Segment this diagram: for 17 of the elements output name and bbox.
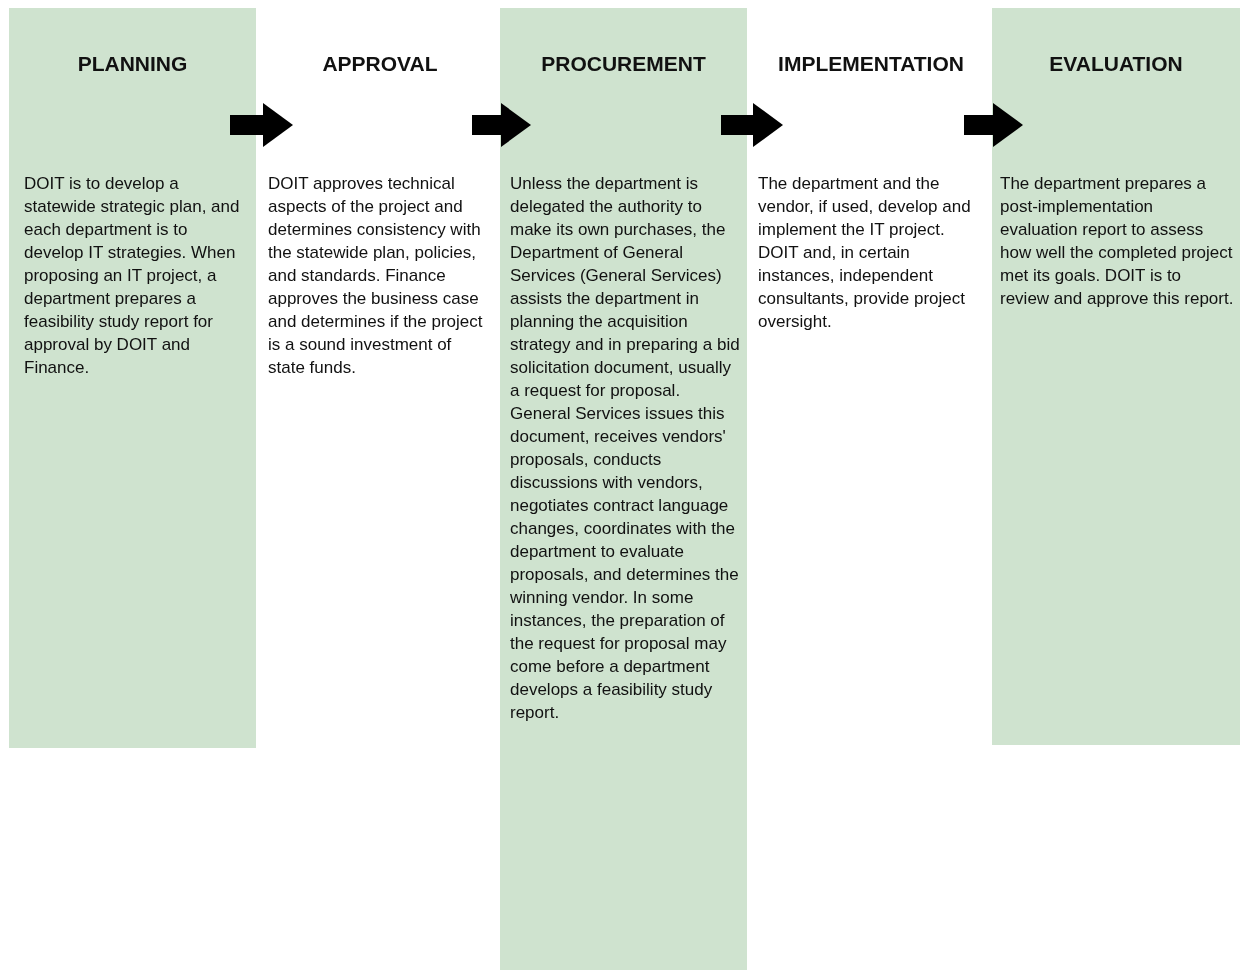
stage-heading: EVALUATION [1048,52,1184,76]
stage-description: The department prepares a post-implementation evaluation report to assess how well the completed project met its goals. DOIT is to review and approve this report. [1000,173,1234,310]
stage-column [9,8,256,748]
stage-column [500,8,747,970]
arrow [472,103,531,147]
stage-description: DOIT approves technical aspects of the project and determines consistency with the statewide plan, policies, and standards. Finance approves the business case and determines if the project is a sound investment of state funds. [268,173,484,379]
arrow [964,103,1023,147]
stage-heading: APPROVAL [321,52,439,76]
stage-heading: IMPLEMENTATION [777,52,965,76]
stage-column [992,8,1240,745]
stage-heading: PLANNING [76,52,189,76]
stage-description: The department and the vendor, if used, develop and implement the IT project. DOIT and, in certain instances, independent consultants, provide project oversight. [758,173,972,333]
stage-description: DOIT is to develop a statewide strategic plan, and each department is to develop IT strategies. When proposing an IT project, a department prepares a feasibility study report for approval by DOIT and Finance. [24,173,241,379]
arrow [230,103,293,147]
stage-description: Unless the department is delegated the authority to make its own purchases, the Department of General Services (General Services) assists the department in planning the acquisition strategy and in preparing a bid solicitation document, usually a request for proposal. General Services issues this document, receives vendors' proposals, conducts discussions with vendors, negotiates contract language changes, coordinates with the department to evaluate proposals, and determines the winning vendor. In some instances, the preparation of the request for proposal may come before a department develops a feasibility study report. [510,173,741,724]
arrow [721,103,783,147]
stage-heading: PROCUREMENT [540,52,707,76]
